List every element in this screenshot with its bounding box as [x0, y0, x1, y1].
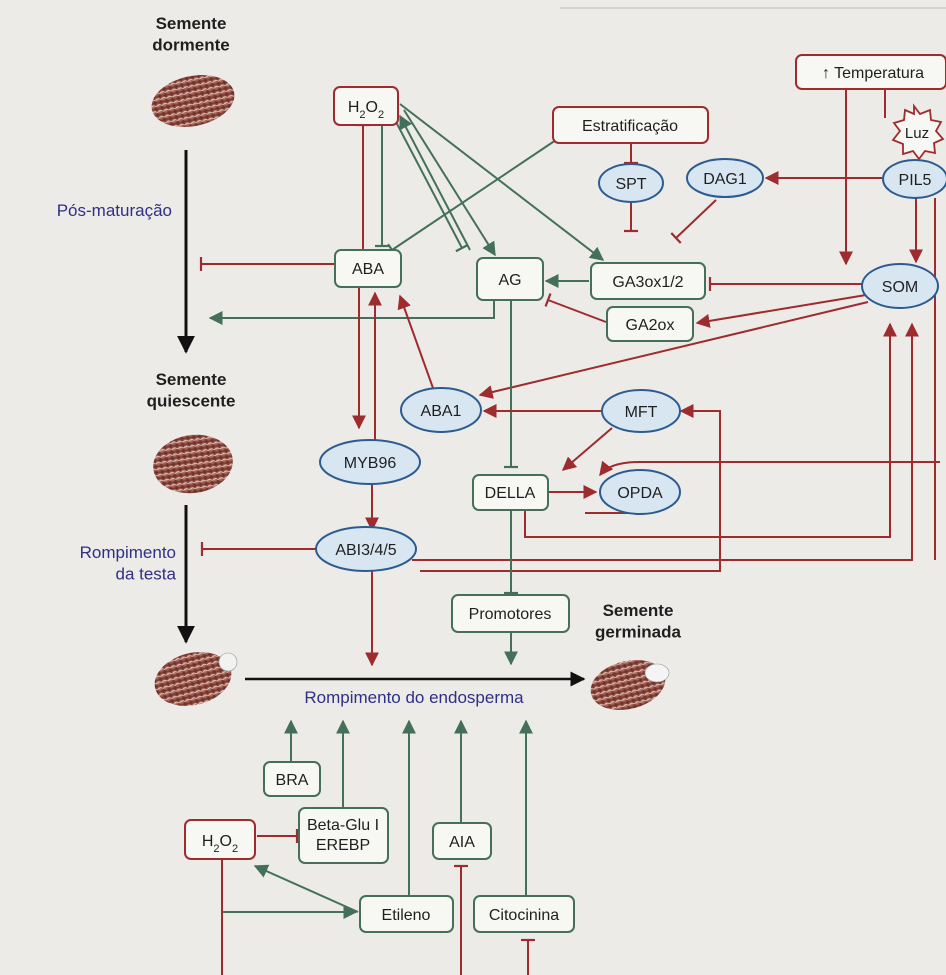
- node-luz-label: Luz: [905, 125, 929, 142]
- edge-som-to-aba1: [478, 301, 869, 399]
- node-pil5: PIL5: [882, 159, 946, 199]
- edge-abi-to-mft: [420, 404, 721, 572]
- node-aia-label: AIA: [449, 834, 475, 851]
- node-bra: BRA: [263, 761, 321, 797]
- node-som: SOM: [861, 263, 939, 309]
- node-ag-label: AG: [498, 272, 521, 289]
- node-spt: SPT: [598, 163, 664, 203]
- node-bra-label: BRA: [276, 772, 309, 789]
- node-luz: Luz: [891, 103, 945, 161]
- node-aba1-label: ABA1: [421, 403, 462, 420]
- node-promotores: Promotores: [451, 594, 570, 633]
- node-opda-label: OPDA: [617, 485, 663, 502]
- nodes: H2O2 Estratificação ↑ Temperatura Luz SP…: [184, 54, 946, 933]
- node-abi345-label: ABI3/4/5: [335, 542, 396, 559]
- node-h2o2-bottom-label: H2O2: [202, 833, 238, 855]
- node-h2o2-top: H2O2: [333, 86, 399, 126]
- node-dag1-label: DAG1: [703, 171, 747, 188]
- edge-h2o2-to-ag: [403, 109, 496, 257]
- node-myb96: MYB96: [319, 439, 421, 485]
- node-temperatura: ↑ Temperatura: [795, 54, 946, 90]
- edge-aba1-to-aba: [397, 294, 434, 389]
- node-citocinina: Citocinina: [473, 895, 575, 933]
- node-pil5-label: PIL5: [899, 172, 932, 189]
- node-ga2ox: GA2ox: [606, 306, 694, 342]
- edge-mft-to-della: [561, 427, 613, 471]
- edge-ag-to-h2o2: [399, 114, 471, 251]
- node-estratificacao: Estratificação: [552, 106, 709, 144]
- node-h2o2-top-label: H2O2: [348, 99, 384, 121]
- seed-germinated: [590, 659, 670, 711]
- edge-estratificacao-inhibits-aba: [387, 139, 557, 257]
- node-aia: AIA: [432, 822, 492, 860]
- seed-dormant: [151, 75, 235, 127]
- edge-ag-to-after-ripening: [208, 300, 495, 325]
- process-after-ripening: Pós-maturação: [57, 201, 172, 220]
- node-promotores-label: Promotores: [469, 606, 552, 623]
- node-temperatura-label: ↑ Temperatura: [822, 65, 924, 82]
- node-ag: AG: [476, 257, 544, 301]
- node-dag1: DAG1: [686, 158, 764, 198]
- node-myb96-label: MYB96: [344, 455, 397, 472]
- seed-quiescent: [153, 434, 233, 494]
- edge-h2o2-inhibits-aba-b: [394, 119, 469, 253]
- edge-loop-to-della: [599, 460, 940, 477]
- node-ga3ox-label: GA3ox1/2: [612, 274, 683, 291]
- node-aba1: ABA1: [400, 387, 482, 433]
- edge-della-to-som: [524, 322, 897, 538]
- node-della: DELLA: [472, 474, 549, 511]
- edge-abi-to-som: [412, 322, 919, 561]
- edge-h2o2-to-ga3ox: [399, 103, 605, 261]
- process-endosperm-rupture: Rompimento do endosperma: [304, 688, 524, 707]
- node-etileno: Etileno: [359, 895, 454, 933]
- node-opda: OPDA: [599, 469, 681, 515]
- edges: [177, 89, 940, 975]
- node-spt-label: SPT: [615, 176, 646, 193]
- node-estratificacao-label: Estratificação: [582, 118, 678, 135]
- node-abi345: ABI3/4/5: [315, 526, 417, 572]
- node-aba: ABA: [334, 249, 402, 288]
- node-citocinina-label: Citocinina: [489, 907, 559, 924]
- edge-etileno-to-h2o2: [253, 864, 359, 913]
- edge-som-to-ga2ox: [695, 294, 867, 328]
- edge-dag1-inhibits-ga3ox: [670, 199, 717, 244]
- node-della-label: DELLA: [485, 485, 536, 502]
- node-h2o2-bottom: H2O2: [184, 819, 256, 860]
- node-ga2ox-label: GA2ox: [626, 317, 675, 334]
- seed-rupture: [154, 652, 238, 706]
- edge-ga2ox-inhibits-ag: [544, 293, 607, 323]
- node-som-label: SOM: [882, 279, 918, 296]
- node-mft-label: MFT: [625, 404, 658, 421]
- node-ga3ox: GA3ox1/2: [590, 262, 706, 300]
- node-aba-label: ABA: [352, 261, 384, 278]
- node-etileno-label: Etileno: [382, 907, 431, 924]
- node-mft: MFT: [601, 389, 681, 433]
